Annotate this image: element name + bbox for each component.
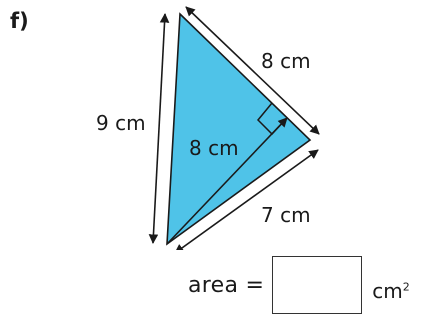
- bottom-side-dimension-arrow: [174, 149, 319, 250]
- left-side-label: 9 cm: [96, 111, 146, 135]
- height-label: 8 cm: [189, 136, 239, 160]
- unit-exponent: 2: [402, 280, 410, 294]
- part-label: f): [10, 9, 29, 33]
- unit-label: cm2: [372, 279, 409, 303]
- left-side-dimension-arrow: [148, 13, 170, 244]
- area-answer-input[interactable]: [272, 256, 363, 314]
- bottom-side-label: 7 cm: [261, 203, 311, 227]
- area-label: area =: [188, 272, 265, 298]
- triangle-diagram: f) 8 cm 9 cm 8 cm 7 cm: [10, 6, 320, 250]
- unit-text: cm: [372, 279, 403, 303]
- answer-row: area = cm2: [188, 256, 410, 314]
- top-side-dimension-arrow: [185, 6, 320, 135]
- top-side-label: 8 cm: [261, 49, 311, 73]
